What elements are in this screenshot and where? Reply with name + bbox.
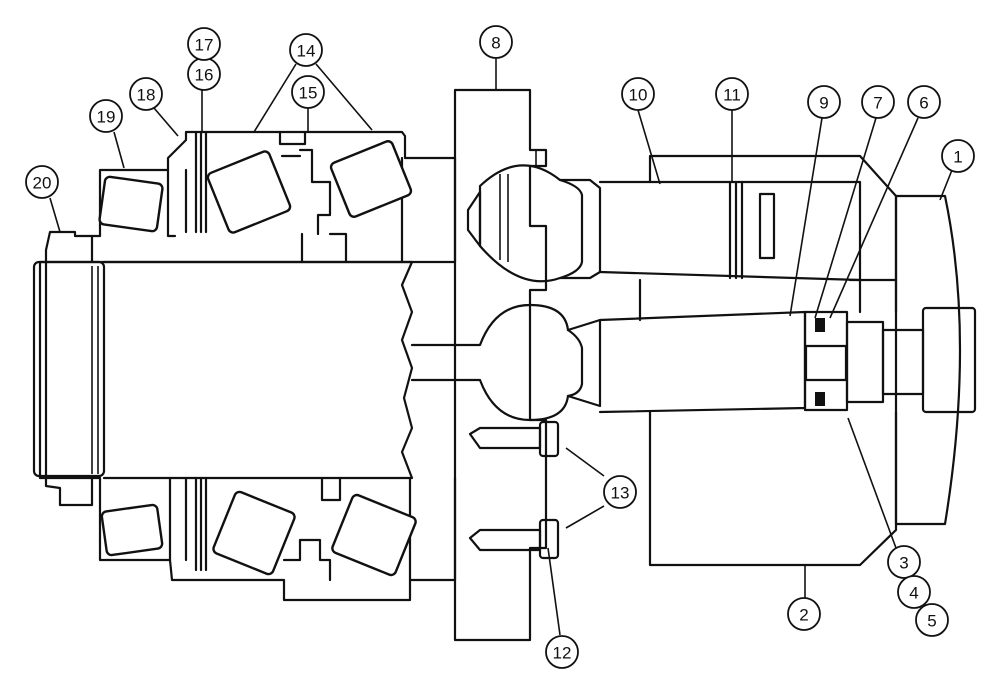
piston-upper xyxy=(466,164,602,283)
callout-label: 1 xyxy=(953,148,962,167)
callout-18: 18 xyxy=(129,77,163,111)
shaft-body xyxy=(102,260,414,480)
callout-20: 20 xyxy=(25,165,59,199)
callout-6: 6 xyxy=(907,85,941,119)
seal-rings xyxy=(184,130,208,572)
callout-7: 7 xyxy=(861,85,895,119)
callout-4: 4 xyxy=(897,575,931,609)
callout-label: 7 xyxy=(873,94,882,113)
callout-8: 8 xyxy=(479,25,513,59)
callout-2: 2 xyxy=(787,597,821,631)
callout-9: 9 xyxy=(807,85,841,119)
piston-shoes xyxy=(468,420,560,560)
callout-label: 12 xyxy=(553,644,572,663)
leader-lines xyxy=(49,58,953,636)
callout-label: 3 xyxy=(899,554,908,573)
cylinder-upper xyxy=(598,154,898,282)
callout-label: 20 xyxy=(33,174,52,193)
callout-label: 8 xyxy=(491,34,500,53)
callout-label: 14 xyxy=(297,42,316,61)
callout-label: 9 xyxy=(819,94,828,113)
callout-label: 17 xyxy=(195,36,214,55)
control-block xyxy=(803,310,849,412)
bearing-housing-upper xyxy=(90,130,457,264)
callout-19: 19 xyxy=(89,99,123,133)
callout-17: 17 xyxy=(187,27,221,61)
shaft-spline xyxy=(32,260,106,478)
bearing-housing-lower xyxy=(90,476,457,602)
callout-13: 13 xyxy=(603,475,637,509)
callout-3: 3 xyxy=(887,545,921,579)
callout-16: 16 xyxy=(187,57,221,91)
drive-shaft xyxy=(38,230,94,507)
callout-label: 4 xyxy=(909,584,918,603)
callout-5: 5 xyxy=(915,603,949,637)
flange-plate xyxy=(453,88,548,642)
end-cap xyxy=(894,194,962,526)
callout-1: 1 xyxy=(941,139,975,173)
callout-label: 15 xyxy=(299,84,318,103)
callout-label: 11 xyxy=(723,86,741,105)
piston-middle xyxy=(410,303,602,422)
cylinder-middle xyxy=(598,278,925,567)
roller-bearing-lower-small xyxy=(100,503,164,557)
callout-15: 15 xyxy=(291,75,325,109)
callout-label: 16 xyxy=(195,66,214,85)
shaft-and-bearing-housing xyxy=(32,130,457,602)
callout-label: 13 xyxy=(611,484,630,503)
roller-bearing-lower-left xyxy=(212,490,296,576)
callout-10: 10 xyxy=(621,77,655,111)
callout-label: 19 xyxy=(97,108,116,127)
callout-11: 11 xyxy=(715,77,749,111)
roller-bearing-upper-left xyxy=(206,150,292,234)
callout-14: 14 xyxy=(289,33,323,67)
callout-12: 12 xyxy=(545,635,579,669)
callout-label: 6 xyxy=(919,94,928,113)
callout-label: 2 xyxy=(799,606,808,625)
roller-bearing-upper-small xyxy=(98,175,164,233)
drive-flange xyxy=(453,88,548,642)
roller-bearing-upper-right xyxy=(329,140,413,218)
callout-label: 5 xyxy=(927,612,936,631)
callout-label: 10 xyxy=(629,86,648,105)
roller-bearing-lower-right xyxy=(331,493,417,577)
callout-label: 18 xyxy=(137,86,156,105)
